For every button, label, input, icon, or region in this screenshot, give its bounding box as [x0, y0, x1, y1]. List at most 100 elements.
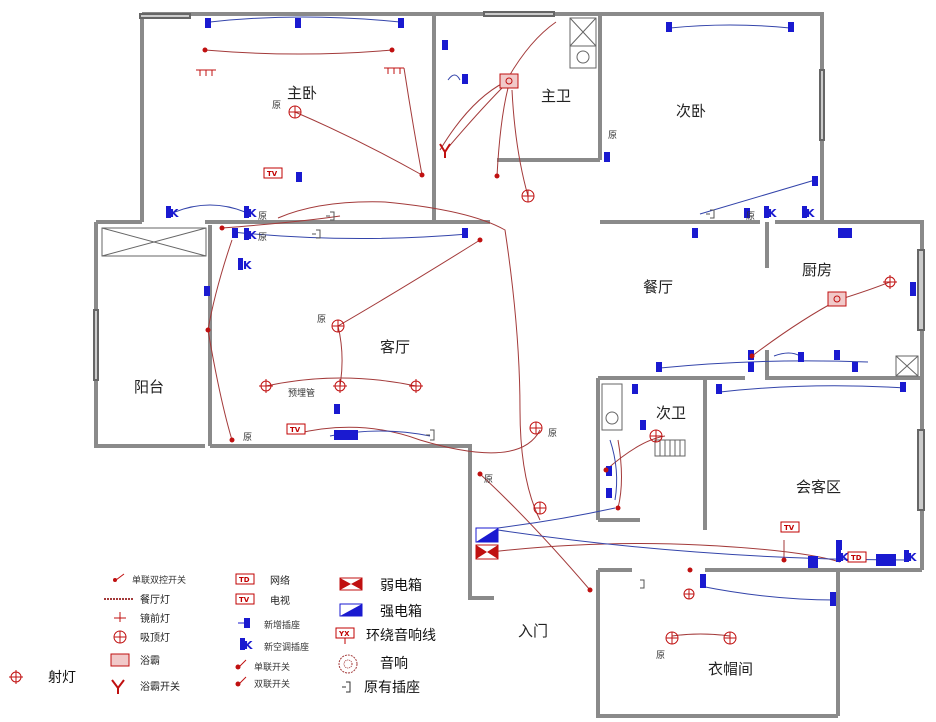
- ceiling-light: [529, 421, 543, 435]
- legend-item: TV 电视: [235, 593, 290, 607]
- legend-label: 电视: [270, 594, 290, 607]
- ceiling-light: [533, 501, 547, 515]
- td-label: TD: [851, 554, 862, 562]
- legend-item: 浴霸: [110, 653, 160, 667]
- original-marker: 原: [548, 428, 557, 439]
- legend-label: 网络: [270, 574, 290, 587]
- room-label-kitchen: 厨房: [802, 261, 832, 279]
- legend-label: 单联双控开关: [132, 574, 186, 586]
- new-outlets: [204, 18, 916, 606]
- legend-item: 射灯: [9, 670, 76, 686]
- original-marker: 原: [656, 650, 665, 661]
- room-label-living: 客厅: [380, 338, 410, 356]
- svg-text:K: K: [170, 207, 179, 220]
- legend-item: TD 网络: [235, 573, 290, 587]
- legend-item: 弱电箱: [339, 577, 422, 594]
- outlet: [692, 228, 698, 238]
- outlet: [442, 40, 448, 50]
- tv-outlet: TV: [780, 521, 800, 533]
- legend-item: 双联开关: [235, 676, 290, 690]
- svg-text:K: K: [248, 207, 257, 220]
- ceiling-light: [521, 189, 535, 203]
- original-markers: 原 原 原 原 原 原 原 原 原 原 预埋管: [243, 100, 755, 661]
- ceiling-light: [288, 105, 302, 119]
- outlet: [830, 592, 836, 606]
- outlet: [295, 18, 301, 28]
- spotlights: [259, 275, 897, 393]
- ceiling-light: [683, 588, 695, 600]
- ac-outlet: K: [166, 206, 179, 220]
- room-label-master-bath: 主卫: [541, 87, 571, 105]
- weak-box: [475, 544, 499, 560]
- outlet: [852, 362, 858, 372]
- outlet: [812, 176, 818, 186]
- ceiling-light: [723, 631, 737, 645]
- original-marker: 原: [746, 211, 755, 222]
- outlet: [744, 208, 750, 218]
- outlet: [666, 22, 672, 32]
- ac-outlets: K K K K K K K K: [166, 206, 917, 564]
- legend-item: K 新空调插座: [240, 638, 309, 653]
- spotlight: [259, 379, 273, 393]
- svg-text:K: K: [248, 229, 257, 242]
- network-outlet: TD: [847, 551, 867, 563]
- legend-label: 环绕音响线: [366, 627, 436, 644]
- legend-item: 餐厅灯: [104, 593, 170, 606]
- outlet: [296, 172, 302, 182]
- legend-item: 音响: [338, 654, 408, 674]
- legend-label: 强电箱: [380, 604, 422, 620]
- room-label-reception: 会客区: [796, 478, 841, 496]
- room-labels: 主卧 主卫 次卧 厨房 餐厅 客厅 阳台 次卫 会客区 衣帽间 入门: [134, 84, 841, 678]
- original-marker: 原: [243, 432, 252, 443]
- room-label-entrance: 入门: [518, 622, 548, 640]
- legend-label: 镜前灯: [140, 612, 170, 625]
- room-label-master-bedroom: 主卧: [287, 84, 317, 102]
- ceiling-light: [649, 429, 663, 443]
- legend: 单联双控开关 餐厅灯 镜前灯 吸顶灯 浴霸 浴霸开关 射灯 TD: [9, 573, 436, 696]
- outlet: [334, 404, 340, 414]
- tv-outlet: TV: [286, 423, 306, 435]
- balcony-cabinet: [101, 227, 207, 257]
- outlet: [700, 574, 706, 588]
- windows: [93, 11, 925, 511]
- legend-label: 浴霸: [140, 655, 160, 667]
- original-marker: 原: [258, 211, 267, 222]
- outlet: [900, 382, 906, 392]
- bath-heater: [499, 73, 519, 89]
- room-label-cloakroom: 衣帽间: [708, 660, 753, 678]
- room-label-second-bedroom: 次卧: [676, 102, 706, 120]
- ceiling-light: [665, 631, 679, 645]
- legend-item: 吸顶灯: [113, 630, 170, 644]
- bath-heater: [827, 291, 847, 307]
- mirror-light: [196, 69, 216, 76]
- outlet: [836, 540, 842, 550]
- legend-item: 强电箱: [339, 603, 422, 620]
- outlet: [606, 488, 612, 498]
- legend-label: 双联开关: [254, 678, 290, 690]
- outlet: [716, 384, 722, 394]
- legend-item: 镜前灯: [114, 612, 170, 625]
- outlet: [656, 362, 662, 372]
- legend-label: 单联开关: [254, 661, 290, 673]
- legend-item: 新增插座: [238, 618, 300, 631]
- outlet: [748, 362, 754, 372]
- legend-label: 新增插座: [264, 619, 300, 631]
- outlet: [604, 152, 610, 162]
- original-marker: 原: [608, 130, 617, 141]
- room-label-dining: 餐厅: [643, 278, 673, 296]
- room-label-balcony: 阳台: [134, 378, 164, 396]
- legend-label: 音响: [380, 655, 408, 672]
- outlet: [788, 22, 794, 32]
- bath-fixtures: [569, 17, 919, 457]
- preburied-pipe-label: 预埋管: [288, 387, 315, 399]
- tv-label: TV: [784, 524, 795, 532]
- spotlight: [883, 275, 897, 289]
- ceiling-lights: [288, 105, 737, 645]
- outlet: [205, 18, 211, 28]
- legend-item: 浴霸开关: [111, 679, 180, 694]
- outlet: [834, 350, 840, 360]
- mirror-lights: [196, 67, 404, 76]
- tv-label: TV: [267, 170, 278, 178]
- original-marker: 原: [258, 232, 267, 243]
